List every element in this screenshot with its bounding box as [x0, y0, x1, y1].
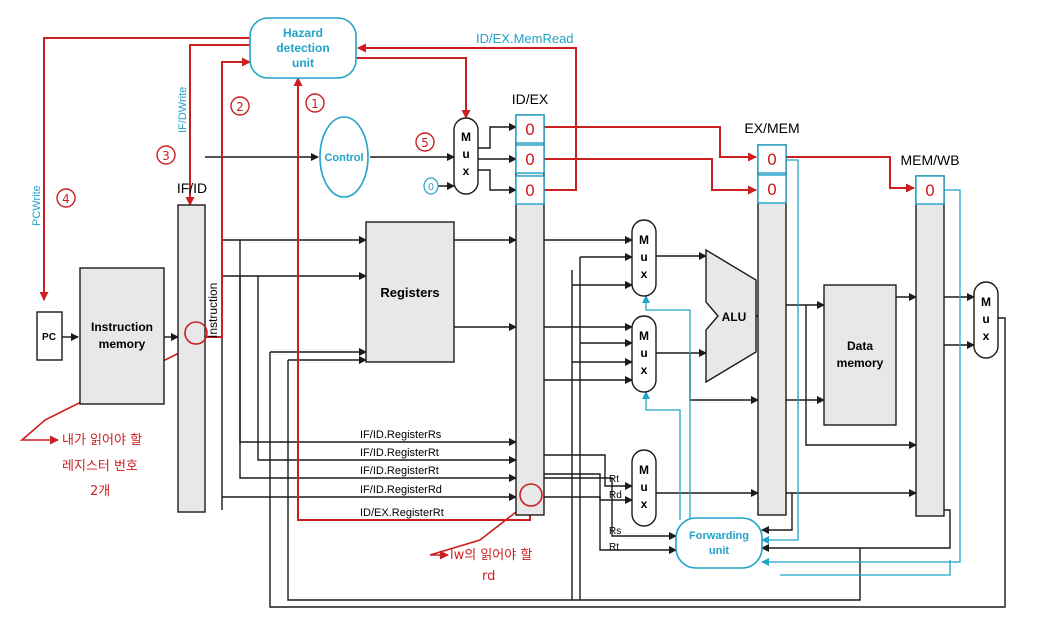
- hazard-unit-label-1: Hazard: [283, 26, 323, 40]
- id-ex-ex-field: [515, 175, 545, 205]
- ifid-rd-label: IF/ID.RegisterRd: [360, 484, 442, 496]
- id-ex-register: [515, 114, 545, 516]
- data-mem-label-1: Data: [847, 339, 873, 353]
- mux-letter: u: [462, 147, 469, 161]
- mux-letter: x: [641, 267, 648, 281]
- instruction-vertical-label: Instruction: [206, 283, 220, 338]
- note-circle-1: [305, 93, 325, 113]
- alu-a-mux: [631, 219, 657, 297]
- note-circle-3: [156, 145, 176, 165]
- zero-input-label: 0: [428, 182, 434, 193]
- ex-mem-m-field: [757, 174, 787, 204]
- id-ex-zero-2: 0: [525, 150, 535, 169]
- note-left-line-2: 레지스터 번호: [62, 459, 138, 474]
- control-wires: [642, 159, 961, 576]
- id-ex-wb-field: [515, 114, 545, 144]
- note-left-line-3: 2개: [90, 484, 110, 499]
- alu-b-mux: [631, 315, 657, 393]
- note-number-5: 5: [421, 136, 429, 150]
- mux-letter: x: [641, 363, 648, 377]
- writeback-mux: [973, 281, 999, 359]
- id-ex-zero-1: 0: [525, 120, 535, 139]
- ifdwrite-label: IF/DWrite: [177, 87, 189, 133]
- note-number-2: 2: [236, 100, 244, 114]
- id-ex-label: ID/EX: [512, 91, 549, 107]
- id-ex-m-field: [515, 144, 545, 174]
- mux-letter: u: [640, 480, 647, 494]
- mux-letter: x: [463, 164, 470, 178]
- instruction-memory: [79, 267, 165, 405]
- mux-letter: u: [640, 346, 647, 360]
- idex-memread-label: ID/EX.MemRead: [476, 31, 574, 46]
- rs-label: Rs: [609, 526, 621, 537]
- mux-letter: x: [641, 497, 648, 511]
- control-unit: [319, 116, 369, 198]
- mem-wb-wb-field: [915, 175, 945, 205]
- ex-mem-register: [757, 144, 787, 516]
- zero-input: [423, 177, 439, 195]
- registers-label: Registers: [380, 285, 439, 300]
- mux-letter: u: [982, 312, 989, 326]
- forwarding-unit: [675, 517, 763, 569]
- rd-label: Rd: [609, 490, 622, 501]
- hazard-detection-unit: [249, 17, 357, 79]
- note-number-1: 1: [311, 97, 319, 111]
- instr-mem-label-1: Instruction: [91, 320, 153, 334]
- ifid-highlight-circle: [184, 321, 208, 345]
- if-id-label: IF/ID: [177, 180, 207, 196]
- register-file: [365, 221, 455, 363]
- data-memory: [823, 284, 897, 426]
- ifid-rt2-label: IF/ID.RegisterRt: [360, 465, 439, 477]
- rt-label: Rt: [609, 474, 619, 485]
- note-bottom-line-2: rd: [482, 569, 495, 584]
- mux-letter: u: [640, 250, 647, 264]
- alu-label: ALU: [722, 310, 747, 324]
- if-id-register: [177, 204, 206, 513]
- datapath-wires: [62, 123, 1006, 608]
- ex-mem-label: EX/MEM: [744, 120, 799, 136]
- rt2-label: Rt: [609, 542, 619, 553]
- note-circle-2: [230, 96, 250, 116]
- mux-letter: M: [981, 295, 991, 309]
- ex-mem-zero-1: 0: [767, 150, 777, 169]
- mem-wb-zero: 0: [925, 181, 935, 200]
- mux-letter: x: [983, 329, 990, 343]
- mem-wb-label: MEM/WB: [900, 152, 959, 168]
- forwarding-label-1: Forwarding: [689, 530, 749, 542]
- hazard-unit-label-3: unit: [292, 56, 314, 70]
- regdst-mux: [631, 449, 657, 527]
- forwarding-label-2: unit: [709, 545, 729, 557]
- control-label: Control: [324, 152, 363, 164]
- instr-mem-label-2: memory: [99, 337, 146, 351]
- mux-letter: M: [639, 329, 649, 343]
- idex-rt-label: ID/EX.RegisterRt: [360, 507, 444, 519]
- ex-mem-wb-field: [757, 144, 787, 174]
- note-left-line-1: 내가 읽어야 할: [62, 433, 142, 448]
- ifid-rt1-label: IF/ID.RegisterRt: [360, 447, 439, 459]
- note-number-3: 3: [162, 149, 170, 163]
- pc-register: [36, 311, 63, 361]
- note-circle-4: [56, 188, 76, 208]
- ifid-rs-label: IF/ID.RegisterRs: [360, 429, 442, 441]
- mux-letter: M: [639, 463, 649, 477]
- hazard-unit-label-2: detection: [276, 41, 329, 55]
- ex-mem-zero-2: 0: [767, 180, 777, 199]
- mux-letter: M: [639, 233, 649, 247]
- data-mem-label-2: memory: [837, 356, 884, 370]
- pc-label: PC: [42, 332, 56, 343]
- hazard-mux: [453, 117, 479, 195]
- handwritten-annotations: 1 2 3 4 5 내가 읽어야 할 레지스터 번호 2개 lw의 읽어야 할 …: [56, 93, 543, 584]
- note-circle-5: [415, 132, 435, 152]
- note-bottom-line-1: lw의 읽어야 할: [450, 548, 532, 563]
- alu: [705, 248, 757, 384]
- id-ex-zero-3: 0: [525, 181, 535, 200]
- note-number-4: 4: [62, 192, 70, 206]
- pcwrite-label: PCWrite: [31, 185, 43, 226]
- mem-wb-register: [915, 175, 945, 517]
- mux-letter: M: [461, 130, 471, 144]
- idex-highlight-circle: [519, 483, 543, 507]
